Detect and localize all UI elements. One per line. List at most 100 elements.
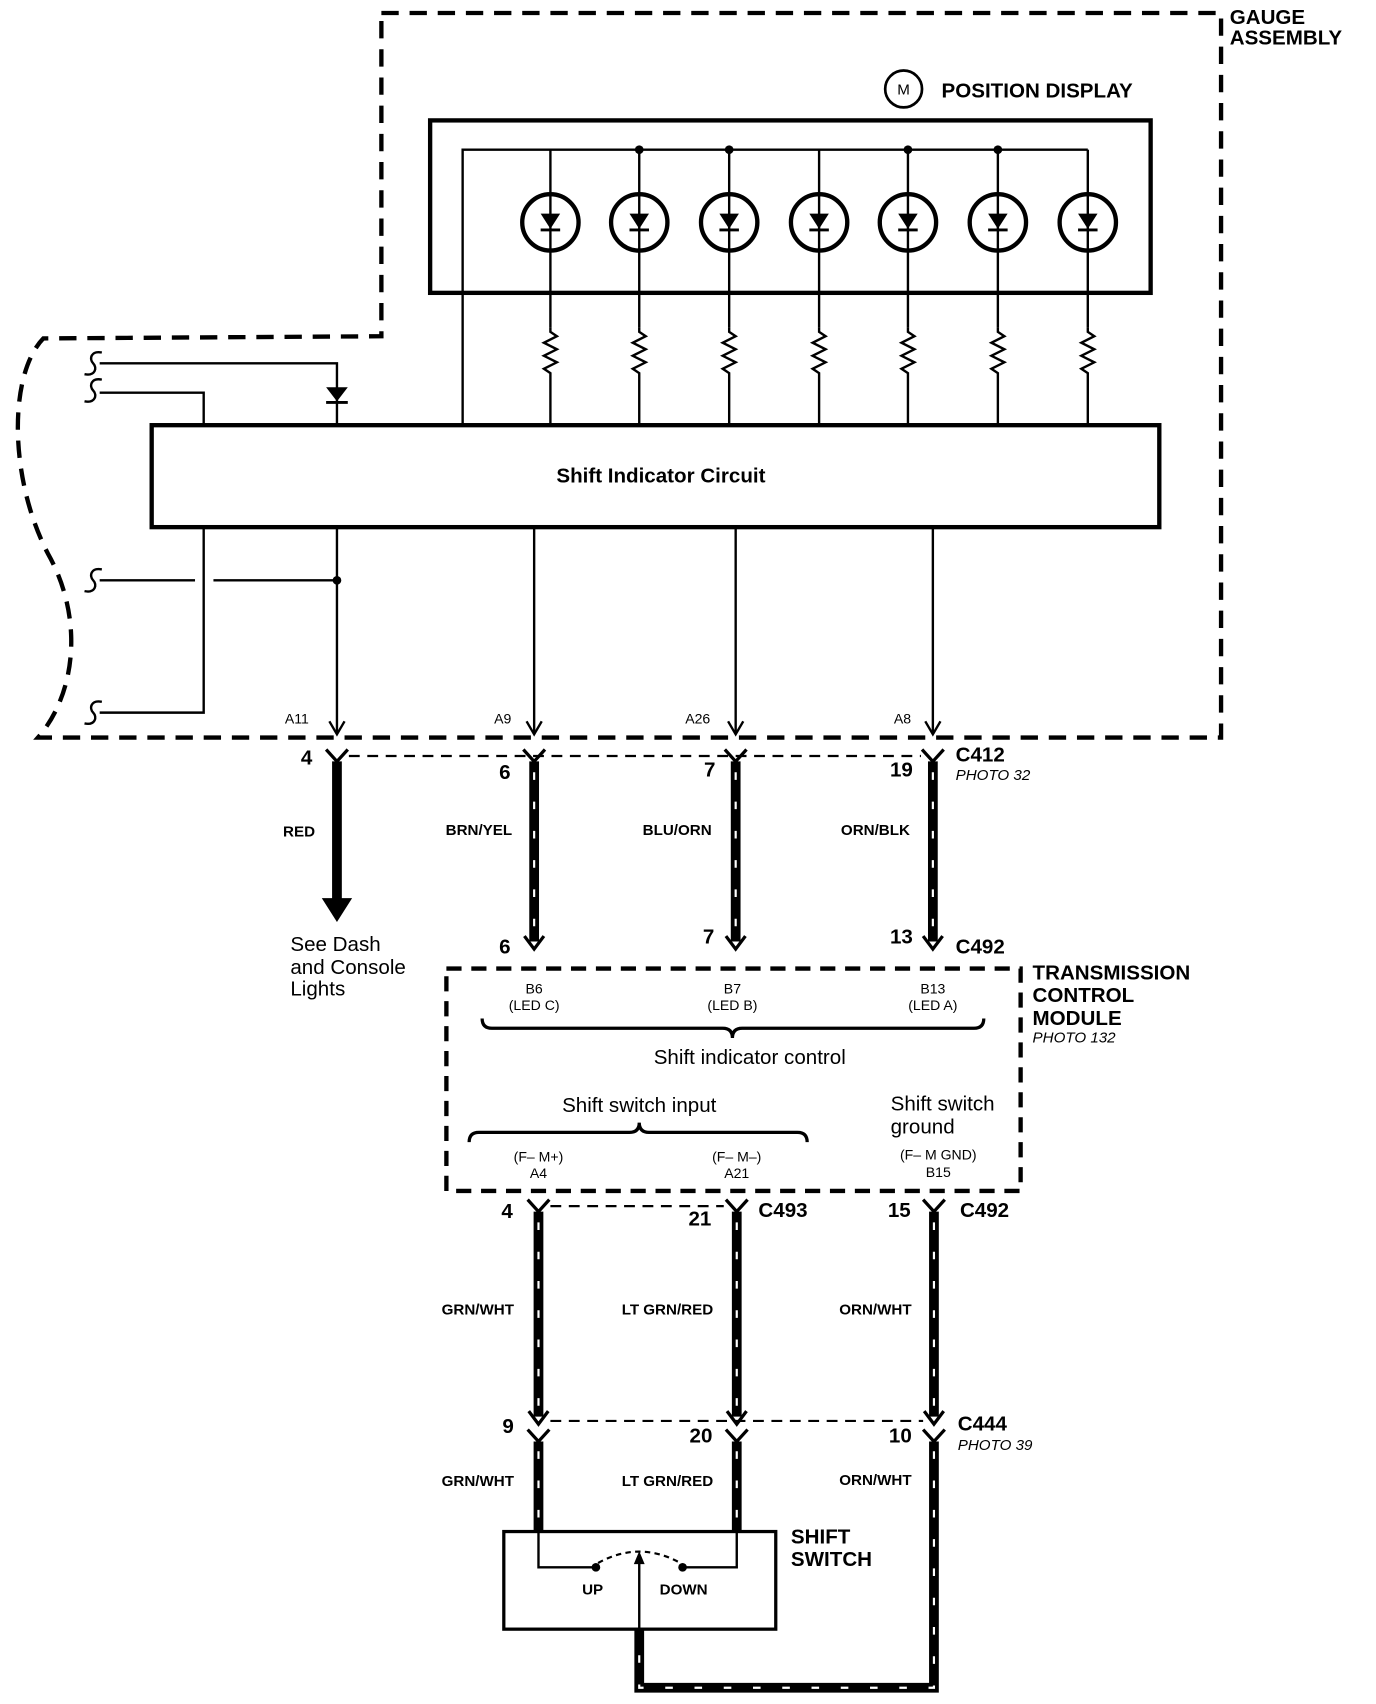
c412-pin-4: 4 — [301, 747, 313, 770]
switch-up-contact-line — [537, 1531, 596, 1569]
ground-line-2 — [99, 527, 205, 714]
c444-name: C444 — [958, 1413, 1008, 1436]
connector-pin-icon — [724, 1198, 750, 1214]
c493-name: C493 — [758, 1199, 807, 1222]
indicator-control-brace — [480, 1018, 986, 1039]
tcm-terminal-a21-function: (F– M–) — [712, 1149, 761, 1165]
position-display-box — [427, 118, 1153, 296]
resistor-icon-7 — [1080, 249, 1096, 427]
connector-pin-icon — [526, 1198, 551, 1214]
wire-red-arrow-icon — [321, 898, 353, 922]
position-display-symbol-letter: M — [897, 81, 910, 98]
gauge-assembly-title-line1: GAUGE — [1230, 6, 1305, 29]
led-icon-4 — [791, 150, 847, 251]
switch-travel-arc — [597, 1550, 681, 1564]
c412-photo: PHOTO 32 — [956, 767, 1031, 784]
resistor-icon-3 — [721, 249, 737, 427]
shift-switch-ground-label-line2: ground — [891, 1115, 955, 1138]
wire-label-lt-grn-red-upper: LT GRN/RED — [622, 1302, 713, 1319]
switch-down-contact-dot — [678, 1562, 687, 1572]
gauge-assembly-title-line2: ASSEMBLY — [1230, 26, 1343, 49]
shift-indicator-circuit-box — [149, 423, 1162, 530]
wire-label-orn-wht-lower: ORN/WHT — [839, 1472, 912, 1489]
led-icon-1 — [522, 150, 578, 251]
connector-pin-icon — [526, 1427, 551, 1444]
switch-input-brace — [467, 1122, 809, 1143]
resistor-icon-5 — [900, 249, 916, 427]
splice-terminal-icon — [83, 700, 104, 726]
led-icon-2 — [611, 150, 667, 251]
gauge-assembly-boundary — [15, 10, 1224, 740]
see-dash-note-line1: See Dash — [290, 933, 380, 956]
wire-label-grn-wht-upper: GRN/WHT — [442, 1302, 515, 1319]
c444-pin-10: 10 — [889, 1425, 912, 1448]
led-icon-6 — [970, 150, 1026, 251]
tcm-terminal-a21: A21 — [724, 1165, 749, 1181]
led-icon-7 — [1060, 150, 1116, 251]
c444-pin-20: 20 — [690, 1425, 713, 1448]
c493-pin-21: 21 — [688, 1208, 711, 1231]
splice-terminal-icon — [83, 567, 104, 593]
terminal-label-a26: A26 — [685, 710, 710, 726]
see-dash-note-line2: and Console — [290, 956, 405, 979]
c492-lower-name: C492 — [960, 1199, 1009, 1222]
switch-position-up: UP — [582, 1581, 603, 1598]
shift-switch-ground-label-line1: Shift switch — [891, 1093, 995, 1116]
shift-switch-title-line1: SHIFT — [791, 1525, 851, 1548]
tcm-terminal-a4-function: (F– M+) — [514, 1149, 564, 1165]
resistor-icon-2 — [631, 249, 647, 427]
position-display-label: POSITION DISPLAY — [942, 80, 1134, 103]
wire-label-orn-wht-upper: ORN/WHT — [839, 1302, 912, 1319]
tcm-terminal-b6: B6 — [526, 981, 543, 997]
wire-label-orn-blk: ORN/BLK — [841, 822, 910, 839]
splice-terminal-icon — [83, 350, 104, 376]
c492-upper-pin-7: 7 — [703, 926, 714, 949]
c492-upper-pin-13: 13 — [890, 926, 913, 949]
tcm-terminal-b15-function: (F– M GND) — [900, 1146, 977, 1162]
terminal-label-a9: A9 — [494, 710, 511, 726]
splice-terminal-icon — [83, 378, 104, 403]
switch-position-down: DOWN — [660, 1581, 708, 1598]
c492-lower-pin-15: 15 — [888, 1199, 911, 1222]
connector-pin-icon — [921, 1198, 947, 1214]
connector-pin-icon — [921, 1427, 947, 1444]
position-display-symbol-icon — [883, 69, 924, 109]
tcm-terminal-b7: B7 — [724, 981, 741, 997]
tcm-terminal-b13: B13 — [920, 981, 945, 997]
c412-pin-19: 19 — [890, 759, 913, 782]
c492-upper-name: C492 — [956, 935, 1005, 958]
tcm-terminal-a4: A4 — [530, 1165, 547, 1181]
connector-pin-icon — [724, 1427, 750, 1444]
terminal-label-a11: A11 — [285, 710, 309, 726]
feed-line-1 — [99, 362, 339, 426]
tcm-title-line3: MODULE — [1033, 1007, 1122, 1030]
wire-label-red: RED — [283, 823, 315, 840]
connector-pin-icon — [324, 747, 350, 764]
c412-pin-6: 6 — [499, 761, 510, 784]
shift-indicator-control-label: Shift indicator control — [654, 1046, 846, 1069]
shift-switch-title-line2: SWITCH — [791, 1548, 872, 1571]
switch-up-contact-dot — [591, 1562, 601, 1572]
c412-name: C412 — [956, 743, 1005, 766]
tcm-photo: PHOTO 132 — [1033, 1029, 1117, 1046]
switch-down-contact-line — [682, 1531, 738, 1569]
connector-pin-icon — [920, 747, 946, 764]
led-icon-5 — [880, 150, 936, 251]
feed-line-2 — [99, 391, 205, 426]
shift-switch-input-label: Shift switch input — [562, 1094, 717, 1117]
see-dash-note-line3: Lights — [290, 978, 345, 1001]
c492-upper-pin-6: 6 — [499, 935, 510, 958]
resistor-icon-4 — [811, 249, 827, 427]
tcm-terminal-b15: B15 — [926, 1164, 951, 1180]
tcm-boundary — [444, 966, 1023, 1194]
c412-pin-7: 7 — [704, 759, 715, 782]
shift-indicator-circuit-label: Shift Indicator Circuit — [556, 465, 765, 488]
wire-orn-wht — [634, 1211, 939, 1693]
terminal-label-a8: A8 — [894, 710, 911, 726]
tcm-title-line1: TRANSMISSION — [1033, 961, 1191, 984]
wire-label-grn-wht-lower: GRN/WHT — [442, 1473, 515, 1490]
switch-arrow-up-icon — [633, 1551, 645, 1565]
led-icon-3 — [701, 150, 757, 251]
resistor-icon-1 — [542, 249, 559, 427]
